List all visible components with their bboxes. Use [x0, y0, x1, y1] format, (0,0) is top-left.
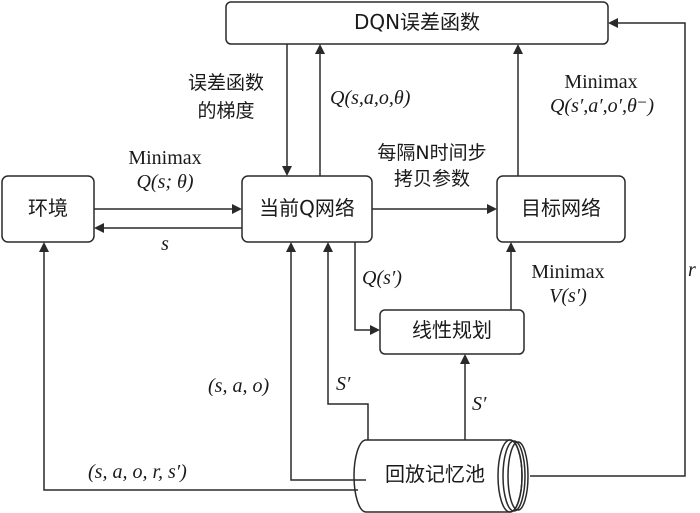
- edge-q-to-lp: [354, 242, 374, 331]
- q-s-prime-label: Q(s′): [362, 267, 402, 289]
- replay-memory-label: 回放记忆池: [385, 462, 485, 486]
- linear-prog-box: [379, 309, 525, 355]
- target-net-label: 目标网络: [521, 196, 601, 220]
- target-minimax-label: Minimax: [564, 71, 638, 93]
- sao-label: (s, a, o): [208, 375, 270, 397]
- edge-replay-sao-to-q: [290, 248, 366, 481]
- edge-reward-to-loss: [530, 22, 686, 477]
- q-to-env-label: s: [161, 233, 169, 255]
- lp-minimax-label: Minimax: [531, 261, 605, 283]
- environment-label: 环境: [28, 196, 68, 220]
- copy-params-label-1: 每隔N时间步: [377, 142, 487, 164]
- loss-gradient-label-1: 误差函数: [187, 72, 264, 94]
- target-q-label: Q(s′,a′,o′,θ⁻): [549, 95, 655, 117]
- s-prime-to-lp-label: S′: [472, 393, 487, 415]
- lp-v-label: V(s′): [549, 285, 587, 307]
- s-prime-to-q-label: S′: [336, 373, 351, 395]
- transition-label: (s, a, o, r, s′): [88, 461, 187, 483]
- replay-memory-cylinder: [353, 439, 529, 513]
- dqn-loss-label: DQN误差函数: [353, 10, 481, 34]
- copy-params-label-2: 拷贝参数: [393, 168, 470, 190]
- loss-gradient-label-2: 的梯度: [197, 100, 255, 122]
- linear-prog-label: 线性规划: [412, 318, 492, 342]
- edge-replay-to-env: [43, 248, 358, 491]
- current-q-label: 当前Q网络: [259, 196, 355, 220]
- q-current-label: Q(s,a,o,θ): [330, 87, 411, 109]
- edge-replay-sprime-to-q: [327, 248, 369, 440]
- env-to-q-label: Q(s; θ): [136, 171, 194, 193]
- reward-label: r: [688, 259, 696, 281]
- env-to-q-minimax-label: Minimax: [128, 147, 202, 169]
